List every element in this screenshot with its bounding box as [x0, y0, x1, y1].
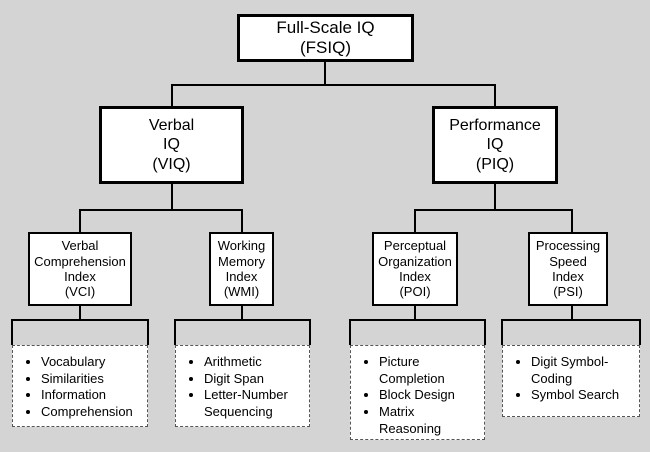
node-vci-line: Index [64, 269, 96, 284]
subtests-wmi: Arithmetic Digit Span Letter-Number Sequ… [175, 345, 310, 427]
node-psi-line: Processing [535, 238, 601, 254]
node-poi-line: Perceptual [383, 238, 447, 254]
node-psi-line: Speed [549, 253, 587, 269]
connector-root [171, 61, 326, 106]
node-piq-line: Performance [449, 117, 541, 135]
node-fsiq: Full-Scale IQ (FSIQ) [237, 14, 414, 62]
node-psi-line: Index [552, 269, 584, 284]
list-item: Symbol Search [531, 387, 633, 404]
node-poi-line: Organization [378, 253, 452, 269]
list-item: Vocabulary [41, 354, 141, 371]
node-wmi-line: (WMI) [223, 284, 260, 300]
node-psi-line: (PSI) [553, 284, 583, 300]
node-viq-line: IQ [163, 136, 180, 154]
node-vci: Verbal Comprehension Index (VCI) [28, 232, 132, 306]
node-vci-line: Verbal [61, 238, 99, 254]
node-poi: Perceptual Organization Index (POI) [372, 232, 458, 306]
node-fsiq-line: Full-Scale IQ [276, 17, 375, 37]
node-wmi-line: Memory [218, 253, 265, 269]
list-item: Letter-Number Sequencing [204, 387, 303, 420]
node-viq: Verbal IQ (VIQ) [99, 106, 244, 184]
node-fsiq-line: (FSIQ) [300, 38, 351, 57]
connector-performance [414, 184, 496, 232]
node-viq-line: Verbal [148, 117, 195, 135]
list-item: Comprehension [41, 404, 141, 421]
connector-verbal-right [172, 209, 243, 232]
bracket-wmi-bar [174, 319, 311, 345]
node-vci-line: Comprehension [34, 253, 126, 269]
node-piq-line: IQ [486, 136, 504, 154]
subtest-list: Arithmetic Digit Span Letter-Number Sequ… [176, 346, 309, 425]
node-wmi-line: Working [217, 238, 266, 254]
list-item: Similarities [41, 371, 141, 388]
bracket-vci-bar [11, 319, 149, 345]
node-wmi: Working Memory Index (WMI) [209, 232, 274, 306]
node-vci-line: (VCI) [64, 284, 96, 300]
list-item: Block Design [379, 387, 478, 404]
connector-verbal [79, 184, 173, 232]
subtest-list: Digit Symbol-Coding Symbol Search [503, 346, 639, 408]
list-item: Digit Symbol-Coding [531, 354, 633, 387]
subtest-list: Vocabulary Similarities Information Comp… [13, 346, 147, 425]
bracket-psi-bar [501, 319, 641, 345]
subtest-list: Picture Completion Block Design Matrix R… [351, 346, 484, 441]
node-piq: Performance IQ (PIQ) [432, 106, 558, 184]
list-item: Information [41, 387, 141, 404]
node-poi-line: (POI) [399, 284, 431, 300]
node-viq-line: (VIQ) [152, 155, 191, 173]
connector-performance-right [495, 209, 573, 232]
subtests-poi: Picture Completion Block Design Matrix R… [350, 345, 485, 440]
list-item: Matrix Reasoning [379, 404, 478, 437]
node-piq-line: (PIQ) [475, 155, 515, 173]
node-wmi-line: Index [225, 269, 258, 284]
subtests-vci: Vocabulary Similarities Information Comp… [12, 345, 148, 427]
node-psi: Processing Speed Index (PSI) [528, 232, 608, 306]
list-item: Picture Completion [379, 354, 478, 387]
list-item: Arithmetic [204, 354, 303, 371]
connector-root-right [325, 84, 496, 106]
list-item: Digit Span [204, 371, 303, 388]
node-poi-line: Index [399, 269, 431, 284]
bracket-poi-bar [349, 319, 486, 345]
subtests-psi: Digit Symbol-Coding Symbol Search [502, 345, 640, 417]
